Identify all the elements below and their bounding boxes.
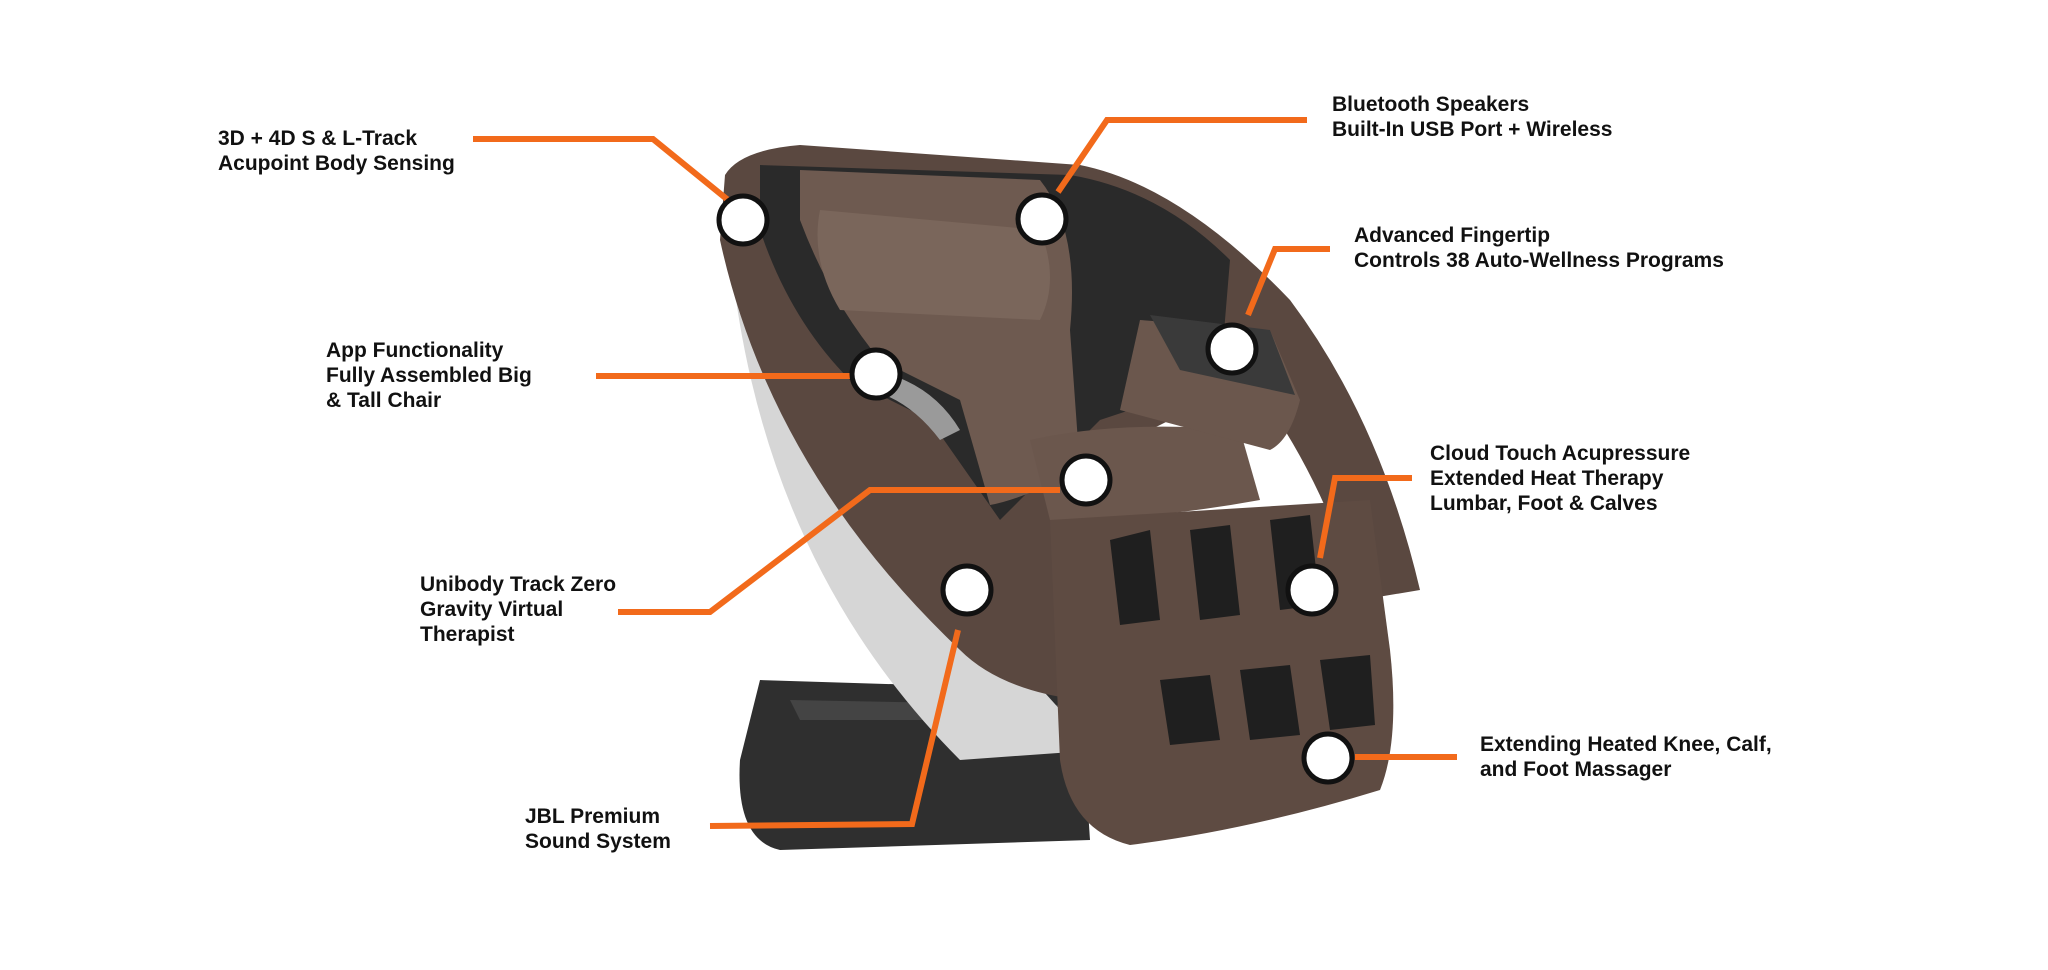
callout-line: Extending Heated Knee, Calf, (1480, 733, 1772, 756)
callout-fingertip-label: Advanced Fingertip Controls 38 Auto-Well… (1354, 223, 1724, 273)
callout-line: and Foot Massager (1480, 758, 1672, 781)
callout-line: Built-In USB Port + Wireless (1332, 118, 1613, 141)
callout-line: 3D + 4D S & L-Track (218, 127, 417, 150)
callout-line: Therapist (420, 623, 515, 646)
callout-marker-knee (1301, 731, 1355, 785)
callout-marker-jbl (940, 563, 994, 617)
callout-line: JBL Premium (525, 805, 660, 828)
callout-line: Sound System (525, 830, 671, 853)
leader-line-bluetooth (1055, 117, 1307, 194)
callout-track-label: 3D + 4D S & L-Track Acupoint Body Sensin… (218, 126, 455, 176)
leader-line-fingertip (1245, 246, 1330, 317)
callout-line: Lumbar, Foot & Calves (1430, 492, 1658, 515)
callout-marker-cloud (1285, 563, 1339, 617)
leader-line-cloud (1317, 475, 1412, 559)
callout-line: Unibody Track Zero (420, 573, 617, 596)
leader-line-track (473, 136, 730, 203)
callout-jbl-label: JBL Premium Sound System (525, 804, 671, 854)
leg-rest-foot-grooves (1160, 655, 1375, 745)
callout-line: Advanced Fingertip (1354, 224, 1551, 247)
callout-cloud-label: Cloud Touch Acupressure Extended Heat Th… (1430, 441, 1690, 516)
callout-marker-track (716, 193, 770, 247)
leader-line-unibody (618, 487, 1060, 615)
callout-line: Acupoint Body Sensing (218, 152, 455, 175)
chair-head-pillow (817, 210, 1050, 320)
callout-line: Fully Assembled Big (326, 364, 532, 387)
callout-marker-app (849, 347, 903, 401)
callout-unibody-label: Unibody Track Zero Gravity Virtual Thera… (420, 572, 616, 647)
callout-app-label: App Functionality Fully Assembled Big & … (326, 338, 532, 413)
callout-line: Bluetooth Speakers (1332, 93, 1530, 116)
callout-marker-fingertip (1205, 322, 1259, 376)
callout-line: Gravity Virtual (420, 598, 564, 621)
callout-line: Cloud Touch Acupressure (1430, 442, 1691, 465)
callout-line: App Functionality (326, 339, 504, 362)
callout-markers (716, 192, 1355, 785)
callout-marker-bluetooth (1015, 192, 1069, 246)
callout-knee-label: Extending Heated Knee, Calf, and Foot Ma… (1480, 732, 1772, 782)
leader-line-jbl (709, 629, 961, 829)
callout-line: Extended Heat Therapy (1430, 467, 1664, 490)
callout-bluetooth-label: Bluetooth Speakers Built-In USB Port + W… (1332, 92, 1612, 142)
leg-rest-calf-grooves (1110, 515, 1320, 625)
callout-marker-unibody (1059, 453, 1113, 507)
leader-lines (473, 117, 1457, 829)
callout-line: Controls 38 Auto-Wellness Programs (1354, 249, 1724, 272)
callout-line: & Tall Chair (326, 389, 442, 412)
